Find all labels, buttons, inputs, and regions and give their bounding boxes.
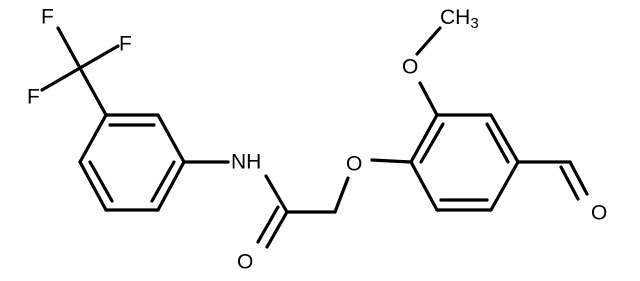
methyl-ch-text: CH — [440, 6, 470, 29]
ether-oxygen-label: O — [346, 153, 362, 176]
methoxy-group — [415, 26, 442, 117]
ring-left-inner-2 — [150, 160, 176, 203]
bond-ch2-o — [333, 176, 350, 214]
amide-linker — [182, 158, 413, 249]
aldehyde-group — [516, 160, 589, 201]
ring-right-inner-1 — [419, 122, 445, 164]
bond-carbonyl-o-1 — [265, 210, 289, 249]
bond-ring-methoxy-o — [418, 81, 439, 117]
ring-left-bond-5 — [78, 160, 108, 212]
ring-right-bond-6 — [409, 160, 439, 212]
phenyl-ring-left — [78, 113, 186, 212]
ring-right-inner-2 — [485, 122, 510, 164]
ring-left-bond-2 — [156, 113, 186, 164]
ring-right-bond-4 — [489, 160, 520, 212]
bond-methoxy-o-ch3 — [415, 26, 442, 56]
ring-right-bond-3 — [489, 113, 520, 164]
bond-cf3-ring — [78, 66, 108, 117]
methoxy-oxygen-label: O — [402, 56, 418, 79]
ring-right-bond-1 — [409, 113, 439, 164]
fluorine-label-left: F — [27, 86, 40, 109]
methyl-subscript: 3 — [470, 15, 478, 32]
bond-n-carbonyl — [264, 174, 289, 214]
fluorine-label-top: F — [41, 6, 54, 29]
bond-cf-top — [56, 26, 82, 70]
aldehyde-oxygen-label: O — [591, 202, 607, 225]
ring-left-bond-3 — [156, 160, 186, 212]
bond-cf-left — [40, 66, 82, 92]
amine-nh-label: NH — [231, 151, 261, 174]
ring-left-bond-6 — [78, 113, 108, 164]
ring-left-inner-3 — [88, 160, 114, 203]
bond-cf-right — [78, 44, 120, 70]
bond-o-ring — [370, 158, 413, 164]
methyl-ch3-label: CH3 — [440, 6, 479, 32]
trifluoromethyl-group — [40, 26, 120, 117]
fluorine-label-right: F — [119, 33, 132, 56]
bond-cho-o-1 — [568, 160, 589, 196]
amide-oxygen-label: O — [237, 251, 253, 274]
bond-carbonyl-o-2 — [256, 205, 280, 244]
bond-cho-o-2 — [559, 165, 580, 201]
phenyl-ring-right — [409, 113, 520, 212]
